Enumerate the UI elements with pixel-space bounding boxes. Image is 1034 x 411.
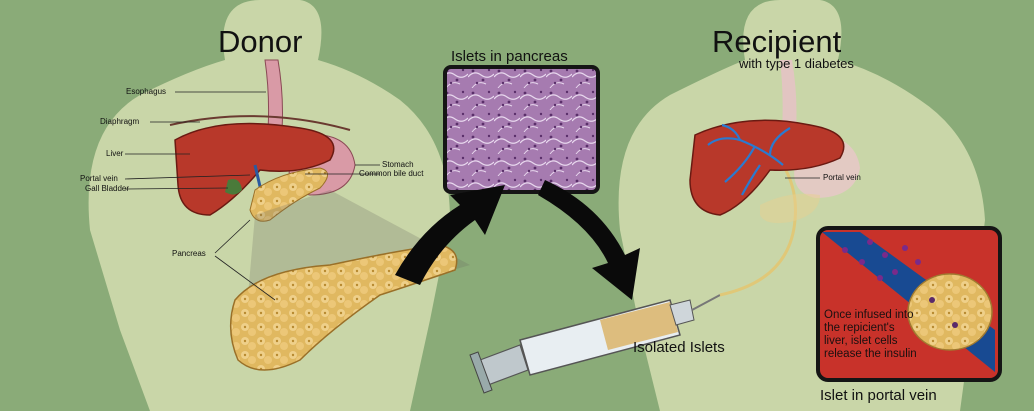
label-stomach: Stomach <box>382 160 414 169</box>
label-gall-bladder: Gall Bladder <box>85 184 129 193</box>
label-common-bile-duct: Common bile duct <box>359 169 423 178</box>
inset-note: Once infused into the repicient's liver,… <box>824 309 920 361</box>
label-pancreas: Pancreas <box>172 249 206 258</box>
histology-panel <box>445 67 598 192</box>
donor-title: Donor <box>218 24 302 60</box>
recipient-title: Recipient <box>712 24 841 60</box>
label-recipient-portal-vein: Portal vein <box>823 173 861 182</box>
recipient-subtitle: with type 1 diabetes <box>739 56 854 71</box>
isolated-islets-label: Isolated Islets <box>633 339 725 356</box>
inset-title: Islet in portal vein <box>820 387 937 404</box>
label-diaphragm: Diaphragm <box>100 117 139 126</box>
label-portal-vein: Portal vein <box>80 174 118 183</box>
islets-panel-title: Islets in pancreas <box>451 48 568 65</box>
label-liver: Liver <box>106 149 123 158</box>
label-esophagus: Esophagus <box>126 87 166 96</box>
